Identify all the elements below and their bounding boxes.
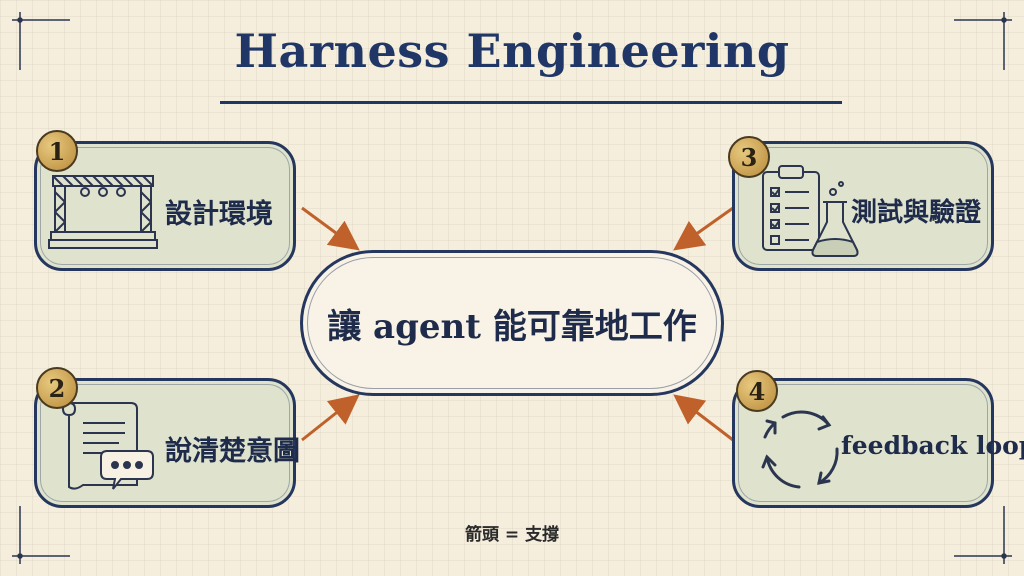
- stage-truss-icon: [48, 175, 158, 249]
- step-badge-1: 1: [36, 130, 78, 172]
- step-badge-2: 2: [36, 367, 78, 409]
- arrow-2: [301, 394, 360, 442]
- cycle-arrows-icon: [761, 410, 839, 489]
- card-4-label: feedback loop: [841, 431, 1024, 460]
- card-clarify-intent: 說清楚意圖: [34, 378, 300, 508]
- card-test-verify: 測試與驗證: [732, 141, 994, 271]
- legend-note: 箭頭 = 支撐: [464, 525, 560, 545]
- clipboard-flask-icon: [762, 165, 859, 257]
- central-goal: 讓 agent 能可靠地工作: [300, 250, 724, 396]
- step-badge-3: 3: [728, 136, 770, 178]
- arrow-3: [673, 206, 734, 251]
- step-badge-4: 4: [736, 370, 778, 412]
- title-underline: [220, 101, 842, 104]
- central-goal-text: 讓 agent 能可靠地工作: [327, 306, 697, 347]
- scroll-speech-icon: [61, 402, 154, 490]
- card-3-label: 測試與驗證: [851, 198, 982, 228]
- page-title: Harness Engineering: [234, 24, 790, 78]
- arrow-4: [673, 394, 734, 442]
- card-design-environment: 設計環境: [34, 141, 296, 271]
- arrow-1: [301, 206, 360, 251]
- card-1-label: 設計環境: [165, 199, 273, 230]
- card-2-label: 說清楚意圖: [165, 436, 300, 467]
